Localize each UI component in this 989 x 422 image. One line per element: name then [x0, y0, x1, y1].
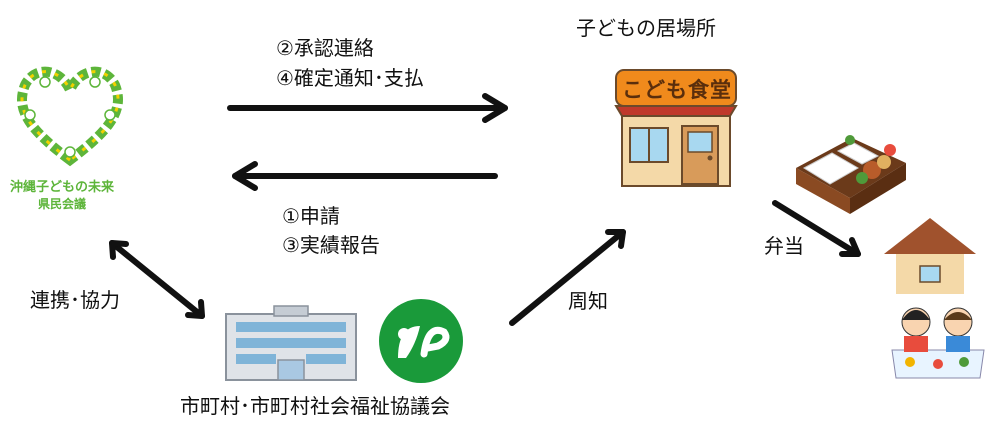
arrow-bottom-label-2: ③実績報告 — [282, 233, 380, 257]
arrow-cooperation-head-a — [109, 240, 129, 260]
house-icon — [884, 218, 976, 294]
arrow-cooperation — [109, 240, 205, 319]
cooperation-label: 連携･協力 — [30, 288, 120, 312]
notify-label: 周知 — [568, 289, 608, 313]
bento-box-icon — [796, 135, 906, 214]
welfare-council-logo — [379, 299, 463, 383]
place-title: 子どもの居場所 — [576, 16, 716, 40]
children-eating-icon — [891, 307, 985, 379]
arrow-notify-head — [605, 229, 626, 249]
kids-cafeteria-shop-icon — [614, 69, 738, 187]
arrow-bento-head — [839, 237, 861, 257]
arrow-to-place-head — [482, 93, 508, 123]
arrow-notify — [509, 229, 626, 326]
council-logo-line1: 沖縄子どもの未来 — [10, 180, 115, 195]
council-logo-line2: 県民会議 — [38, 197, 87, 211]
bento-label: 弁当 — [764, 234, 804, 258]
arrow-cooperation-head-b — [185, 299, 205, 319]
arrow-bento — [772, 200, 861, 257]
municipal-office-icon — [225, 305, 357, 381]
municipality-label: 市町村･市町村社会福祉協議会 — [180, 394, 450, 418]
arrow-top-label-1: ②承認連絡 — [276, 36, 374, 60]
shop-sign-text: こども食堂 — [622, 78, 732, 102]
arrow-bottom-label-1: ①申請 — [282, 204, 340, 228]
arrow-to-council-head — [232, 161, 258, 191]
council-heart-logo — [17, 66, 123, 167]
arrow-top-label-2: ④確定通知･支払 — [276, 66, 424, 90]
